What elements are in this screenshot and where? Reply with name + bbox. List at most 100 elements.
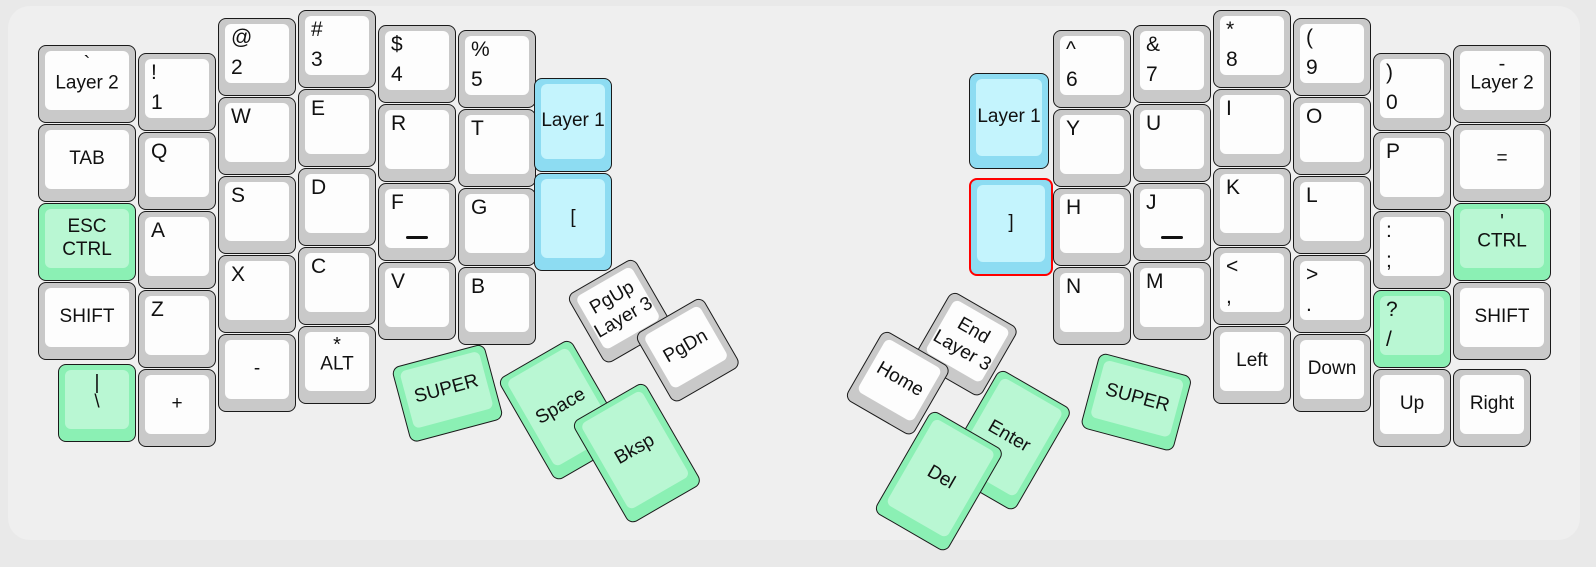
key-l-c2-r1[interactable]: W: [218, 97, 296, 175]
key-label-top-left: G: [471, 196, 488, 219]
key-label-top-left: >: [1306, 263, 1319, 286]
key-l-c3-r1[interactable]: E: [298, 89, 376, 167]
key-cap: E: [305, 95, 369, 154]
key-r-c2-r4[interactable]: Down: [1293, 334, 1371, 412]
key-l-c4-r3[interactable]: V: [378, 262, 456, 340]
key-l-c5-r0[interactable]: %5: [458, 30, 536, 108]
key-label-center: Layer 1: [977, 106, 1041, 128]
key-r-c3-r4[interactable]: Left: [1213, 326, 1291, 404]
key-l-c2-r2[interactable]: S: [218, 176, 296, 254]
key-l-c1-r1[interactable]: Q: [138, 132, 216, 210]
key-l-c1-r0[interactable]: !1: [138, 53, 216, 131]
key-r-c1-r0[interactable]: )0: [1373, 53, 1451, 131]
key-r-c5-r3[interactable]: N: [1053, 267, 1131, 345]
key-cap: X: [225, 261, 289, 320]
key-label-center: TAB: [69, 148, 105, 170]
key-r-c3-r0[interactable]: *8: [1213, 10, 1291, 88]
key-r-c4-r3[interactable]: M: [1133, 262, 1211, 340]
key-r-c1-r2[interactable]: :;: [1373, 211, 1451, 289]
key-l-c3-r0[interactable]: #3: [298, 10, 376, 88]
key-cap: U: [1140, 110, 1204, 169]
key-r-c3-r1[interactable]: I: [1213, 89, 1291, 167]
key-cap: L: [1300, 182, 1364, 241]
key-r-c3-r3[interactable]: <,: [1213, 247, 1291, 325]
key-label-bottom-left: 0: [1386, 91, 1398, 114]
key-l-c2-r4[interactable]: -: [218, 334, 296, 412]
key-l-c4-r0[interactable]: $4: [378, 25, 456, 103]
key-label-top-left: #: [311, 18, 323, 41]
key-cap: +: [145, 375, 209, 434]
key-r-c4-r0[interactable]: &7: [1133, 25, 1211, 103]
key-label-center: ALT: [320, 352, 354, 374]
key-r-c1-r4[interactable]: Up: [1373, 369, 1451, 447]
key-r-c0-r4[interactable]: Right: [1453, 369, 1531, 447]
key-label-bottom-left: ,: [1226, 285, 1232, 308]
key-cap: Down: [1300, 340, 1364, 399]
homing-bar-icon: [406, 236, 428, 239]
key-l-c3-r2[interactable]: D: [298, 168, 376, 246]
key-l-c6-r1[interactable]: [: [534, 173, 612, 271]
key-r-c5-r0[interactable]: ^6: [1053, 30, 1131, 108]
key-l-c1-r2[interactable]: A: [138, 211, 216, 289]
key-label-center: CTRL: [1477, 229, 1527, 251]
key-r-c6-r0[interactable]: Layer 1: [969, 73, 1049, 169]
key-cap: B: [465, 273, 529, 332]
key-label-center: Up: [1399, 393, 1425, 415]
key-r-c1-r1[interactable]: P: [1373, 132, 1451, 210]
key-l-c0-r2[interactable]: ESC CTRL: [38, 203, 136, 281]
key-r-c2-r0[interactable]: (9: [1293, 18, 1371, 96]
key-l-c2-r0[interactable]: @2: [218, 18, 296, 96]
key-r-c0-r2[interactable]: 'CTRL: [1453, 203, 1551, 281]
key-l-c3-r4[interactable]: *ALT: [298, 326, 376, 404]
key-label-center: Bksp: [611, 429, 659, 470]
key-l-c5-r1[interactable]: T: [458, 109, 536, 187]
key-r-c3-r2[interactable]: K: [1213, 168, 1291, 246]
key-r-c4-r2[interactable]: J: [1133, 183, 1211, 261]
key-l-c1-r4[interactable]: +: [138, 369, 216, 447]
key-cap: K: [1220, 174, 1284, 233]
key-r-c6-r1[interactable]: ]: [969, 178, 1053, 276]
key-cap: [: [541, 179, 605, 258]
key-label-top-left: W: [231, 105, 251, 128]
key-l-c1-r3[interactable]: Z: [138, 290, 216, 368]
key-cap: F: [385, 189, 449, 248]
key-cap: Layer 1: [541, 84, 605, 159]
key-label-top-left: E: [311, 97, 326, 120]
key-r-c0-r3[interactable]: SHIFT: [1453, 282, 1551, 360]
key-l-c6-r0[interactable]: Layer 1: [534, 78, 612, 172]
key-r-c4-r1[interactable]: U: [1133, 104, 1211, 182]
key-l-c4-r1[interactable]: R: [378, 104, 456, 182]
key-l-c5-r3[interactable]: B: [458, 267, 536, 345]
key-r-c2-r1[interactable]: O: [1293, 97, 1371, 175]
key-label-top-left: V: [391, 270, 406, 293]
key-l-c5-r2[interactable]: G: [458, 188, 536, 266]
key-r-c1-r3[interactable]: ?/: [1373, 290, 1451, 368]
key-l-c2-r3[interactable]: X: [218, 255, 296, 333]
key-r-c0-r1[interactable]: =: [1453, 124, 1551, 202]
key-label-top-left: L: [1306, 184, 1318, 207]
key-cap: Y: [1060, 115, 1124, 174]
key-l-c0-r4[interactable]: |\: [58, 364, 136, 442]
key-r-c2-r2[interactable]: L: [1293, 176, 1371, 254]
key-l-c0-r0[interactable]: `Layer 2: [38, 45, 136, 123]
key-r-c0-r0[interactable]: -Layer 2: [1453, 45, 1551, 123]
key-cap: V: [385, 268, 449, 327]
key-l-c3-r3[interactable]: C: [298, 247, 376, 325]
key-l-c0-r1[interactable]: TAB: [38, 124, 136, 202]
key-label-bottom-left: 5: [471, 68, 483, 91]
key-cap: -: [225, 340, 289, 399]
key-label-top-left: R: [391, 112, 407, 135]
key-l-c0-r3[interactable]: SHIFT: [38, 282, 136, 360]
key-cap: SUPER: [399, 350, 494, 429]
key-cap: %5: [465, 36, 529, 95]
key-r-c5-r2[interactable]: H: [1053, 188, 1131, 266]
key-cap: Q: [145, 138, 209, 197]
key-cap: )0: [1380, 59, 1444, 118]
key-label-center: SUPER: [1103, 379, 1172, 417]
key-label-bottom-left: ;: [1386, 249, 1392, 272]
key-label-center: -: [253, 358, 261, 380]
key-r-c5-r1[interactable]: Y: [1053, 109, 1131, 187]
key-r-c2-r3[interactable]: >.: [1293, 255, 1371, 333]
key-l-c4-r2[interactable]: F: [378, 183, 456, 261]
key-label-bottom-left: 7: [1146, 63, 1158, 86]
